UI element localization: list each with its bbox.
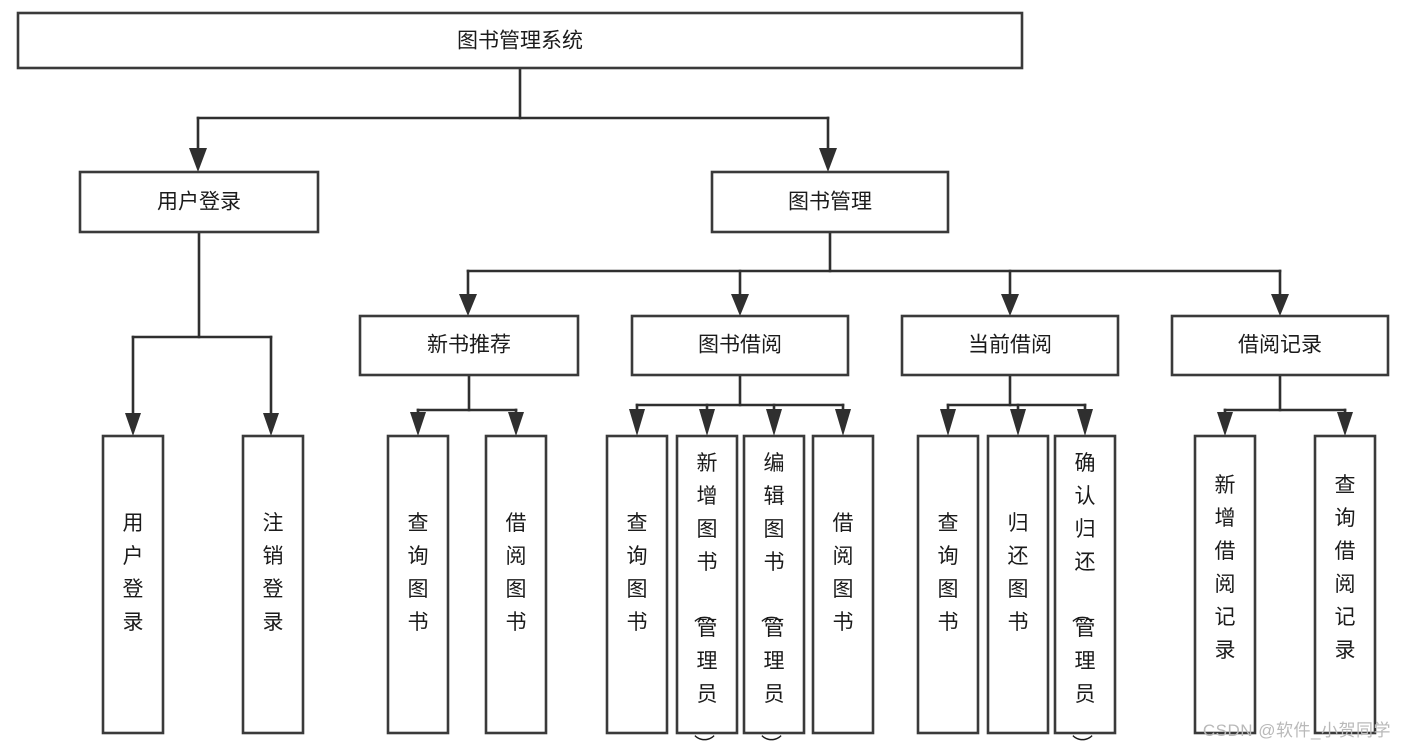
node-leaf-edit-book[interactable]: 编辑图书（管理员） xyxy=(742,434,806,747)
current-borrow-box[interactable] xyxy=(900,314,1120,377)
new-book-recommend-label: 新书推荐 xyxy=(427,334,511,357)
arrow-leaf-query-book-nbr xyxy=(410,412,426,436)
node-leaf-borrow-book-nbr[interactable]: 借阅图书 xyxy=(484,434,548,735)
leaf-query-record-label: 查询借阅记录 xyxy=(1335,474,1356,662)
leaf-user-login-box[interactable] xyxy=(101,434,165,735)
arrow-leaf-add-book xyxy=(699,409,715,436)
leaf-confirm-return-box[interactable] xyxy=(1053,434,1117,735)
leaf-borrow-book-bb-label: 借阅图书 xyxy=(833,512,854,634)
leaf-query-record-box[interactable] xyxy=(1313,434,1377,735)
arrow-leaf-borrow-book-bb xyxy=(835,409,851,436)
node-leaf-borrow-book-bb[interactable]: 借阅图书 xyxy=(811,434,875,735)
arrow-leaf-query-book-cb xyxy=(940,409,956,436)
book-borrow-label: 图书借阅 xyxy=(698,334,782,357)
arrow-leaf-borrow-book-nbr xyxy=(508,412,524,436)
borrow-record-label: 借阅记录 xyxy=(1238,334,1322,357)
leaf-query-book-cb-label: 查询图书 xyxy=(938,512,959,634)
leaf-query-book-nbr-box[interactable] xyxy=(386,434,450,735)
leaf-add-book-label: 新增图书（管理员） xyxy=(692,452,718,747)
borrow-record-box[interactable] xyxy=(1170,314,1390,377)
arrow-new-book-recommend xyxy=(459,294,477,316)
node-book-manage[interactable]: 图书管理 xyxy=(710,170,950,234)
arrow-leaf-edit-book xyxy=(766,409,782,436)
node-leaf-add-book[interactable]: 新增图书（管理员） xyxy=(675,434,739,747)
leaf-query-book-cb-box[interactable] xyxy=(916,434,980,735)
leaf-edit-book-box[interactable] xyxy=(742,434,806,735)
arrow-leaf-confirm-return xyxy=(1077,409,1093,436)
arrow-leaf-query-book-bb xyxy=(629,409,645,436)
user-login-box[interactable] xyxy=(78,170,320,234)
leaf-borrow-book-nbr-label: 借阅图书 xyxy=(506,512,527,634)
node-leaf-return-book[interactable]: 归还图书 xyxy=(986,434,1050,735)
node-current-borrow[interactable]: 当前借阅 xyxy=(900,314,1120,377)
arrow-current-borrow xyxy=(1001,294,1019,316)
leaf-confirm-return-label: 确认归还（管理员） xyxy=(1070,452,1096,747)
node-leaf-user-login[interactable]: 用户登录 xyxy=(101,434,165,735)
current-borrow-label: 当前借阅 xyxy=(968,334,1052,357)
new-book-recommend-box[interactable] xyxy=(358,314,580,377)
leaf-return-book-box[interactable] xyxy=(986,434,1050,735)
node-leaf-add-record[interactable]: 新增借阅记录 xyxy=(1193,434,1257,735)
arrow-user-login xyxy=(189,148,207,172)
node-new-book-recommend[interactable]: 新书推荐 xyxy=(358,314,580,377)
book-manage-box[interactable] xyxy=(710,170,950,234)
arrow-leaf-add-record xyxy=(1217,412,1233,436)
user-login-label: 用户登录 xyxy=(157,191,241,214)
arrow-leaf-return-book xyxy=(1010,409,1026,436)
arrow-leaf-user-logout xyxy=(263,413,279,436)
leaf-query-book-bb-box[interactable] xyxy=(605,434,669,735)
node-leaf-user-logout[interactable]: 注销登录 xyxy=(241,434,305,735)
leaf-add-record-box[interactable] xyxy=(1193,434,1257,735)
leaf-borrow-book-nbr-box[interactable] xyxy=(484,434,548,735)
node-leaf-query-book-cb[interactable]: 查询图书 xyxy=(916,434,980,735)
node-leaf-query-book-nbr[interactable]: 查询图书 xyxy=(386,434,450,735)
leaf-query-book-nbr-label: 查询图书 xyxy=(408,512,429,634)
leaf-user-logout-label: 注销登录 xyxy=(263,512,284,634)
watermark: CSDN @软件_小贺同学 xyxy=(1202,721,1391,740)
node-borrow-record[interactable]: 借阅记录 xyxy=(1170,314,1390,377)
arrow-book-manage xyxy=(819,148,837,172)
root-box[interactable] xyxy=(16,11,1024,70)
leaf-query-book-bb-label: 查询图书 xyxy=(627,512,648,634)
leaf-borrow-book-bb-box[interactable] xyxy=(811,434,875,735)
node-user-login[interactable]: 用户登录 xyxy=(78,170,320,234)
leaf-add-record-label: 新增借阅记录 xyxy=(1215,474,1236,662)
root-label: 图书管理系统 xyxy=(457,30,583,53)
book-manage-label: 图书管理 xyxy=(788,191,872,214)
node-root[interactable]: 图书管理系统 xyxy=(16,11,1024,70)
node-book-borrow[interactable]: 图书借阅 xyxy=(630,314,850,377)
connectors-layer xyxy=(125,66,1353,436)
leaf-return-book-label: 归还图书 xyxy=(1008,512,1029,634)
leaf-user-logout-box[interactable] xyxy=(241,434,305,735)
node-leaf-query-book-bb[interactable]: 查询图书 xyxy=(605,434,669,735)
arrow-borrow-record xyxy=(1271,294,1289,316)
node-leaf-confirm-return[interactable]: 确认归还（管理员） xyxy=(1053,434,1117,747)
arrow-leaf-user-login xyxy=(125,413,141,436)
book-borrow-box[interactable] xyxy=(630,314,850,377)
arrow-leaf-query-record xyxy=(1337,412,1353,436)
leaf-add-book-box[interactable] xyxy=(675,434,739,735)
node-leaf-query-record[interactable]: 查询借阅记录 xyxy=(1313,434,1377,735)
leaf-edit-book-label: 编辑图书（管理员） xyxy=(759,452,785,747)
arrow-book-borrow xyxy=(731,294,749,316)
leaf-user-login-label: 用户登录 xyxy=(123,512,144,634)
